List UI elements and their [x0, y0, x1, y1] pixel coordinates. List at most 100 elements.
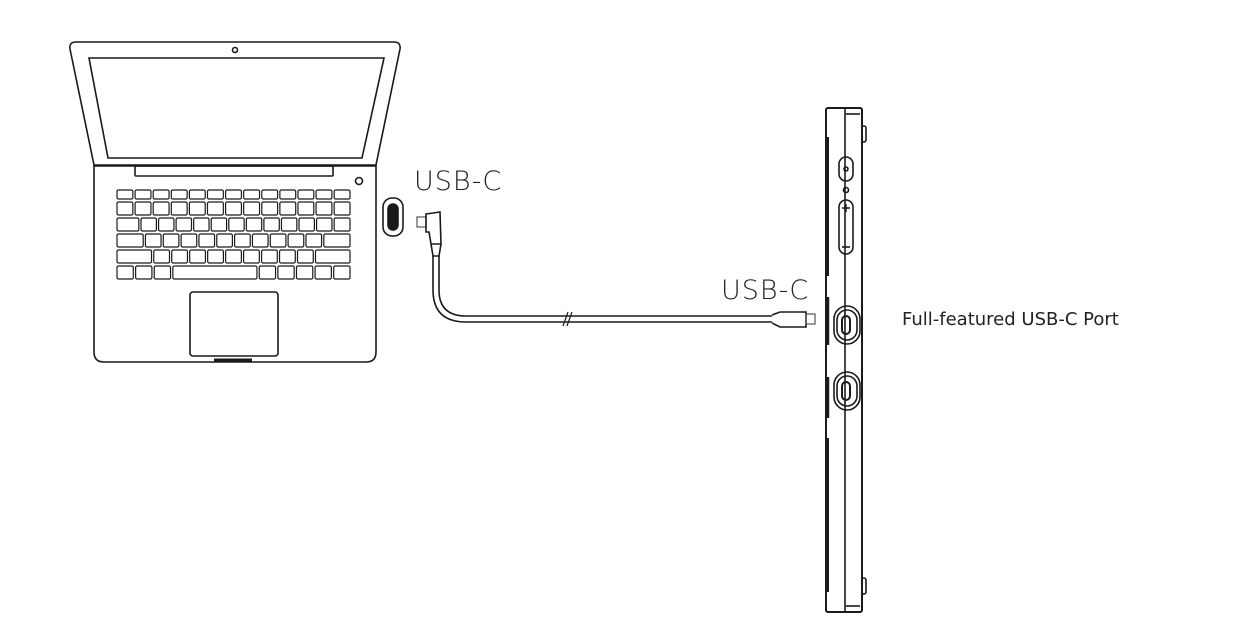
keyboard-key — [297, 201, 315, 216]
volume-rocker — [838, 199, 854, 255]
keyboard-key — [135, 265, 153, 280]
keyboard-key — [206, 189, 224, 200]
keyboard-key — [263, 217, 280, 232]
laptop-power-button — [354, 176, 364, 186]
keyboard-key — [258, 265, 277, 280]
device-usb-c-port-2 — [826, 371, 861, 418]
device-port-label: USB-C — [721, 275, 810, 306]
keyboard-key — [243, 249, 260, 264]
laptop-base — [93, 165, 377, 363]
laptop-illustration — [69, 41, 401, 363]
keyboard-key — [278, 249, 296, 264]
keyboard-key — [162, 233, 180, 248]
keyboard-key — [224, 201, 243, 216]
keyboard-key — [333, 201, 351, 216]
indicator-light — [842, 186, 850, 194]
keyboard-key — [175, 217, 193, 232]
keyboard-key — [140, 217, 157, 232]
keyboard-key — [315, 189, 333, 200]
usb-c-cable — [416, 211, 816, 328]
keyboard-key — [171, 249, 189, 264]
keyboard-key — [280, 217, 298, 232]
keyboard-key — [152, 189, 170, 200]
laptop-touchpad — [189, 291, 279, 357]
keyboard-key — [333, 265, 351, 280]
keyboard-key — [234, 233, 251, 248]
keyboard-key — [225, 249, 242, 264]
device-foot-top — [861, 125, 867, 143]
keyboard-key — [153, 265, 172, 280]
port-caption: Full-featured USB-C Port — [902, 309, 1119, 330]
keyboard-key — [314, 265, 332, 280]
keyboard-key — [216, 233, 233, 248]
keyboard-key — [269, 233, 287, 248]
plus-icon — [842, 204, 850, 212]
keyboard-key — [277, 265, 295, 280]
keyboard-key — [188, 189, 206, 200]
keyboard-key — [193, 217, 210, 232]
keyboard-key — [116, 201, 134, 216]
straight-plug-body — [771, 311, 807, 328]
laptop-screen — [88, 57, 385, 159]
keyboard-key — [198, 233, 216, 248]
angled-plug-body — [425, 211, 442, 245]
device-foot-bottom — [861, 577, 867, 595]
keyboard-key — [207, 249, 224, 264]
keyboard-key — [134, 201, 152, 216]
keyboard-key — [170, 189, 188, 200]
laptop-port-label: USB-C — [414, 166, 503, 197]
laptop-keyboard — [116, 189, 351, 280]
keyboard-key — [157, 217, 175, 232]
keyboard-key — [116, 265, 134, 280]
laptop-hinge — [134, 165, 334, 177]
keyboard-key — [323, 233, 351, 248]
keyboard-key — [279, 189, 297, 200]
keyboard-key — [315, 201, 333, 216]
angled-plug-tip — [416, 216, 427, 228]
keyboard-key — [116, 217, 140, 232]
keyboard-key — [243, 201, 261, 216]
keyboard-key — [243, 189, 261, 200]
device-usb-c-port-1 — [826, 297, 861, 345]
keyboard-key — [333, 189, 351, 200]
keyboard-key — [261, 201, 279, 216]
keyboard-key — [189, 249, 207, 264]
keyboard-key — [206, 201, 224, 216]
keyboard-key — [287, 233, 305, 248]
keyboard-key — [116, 189, 134, 200]
keyboard-key — [170, 201, 188, 216]
keyboard-key — [152, 201, 170, 216]
keyboard-key — [297, 189, 315, 200]
keyboard-key — [116, 233, 144, 248]
keyboard-key — [333, 217, 351, 232]
power-button — [838, 156, 854, 182]
keyboard-key — [305, 233, 323, 248]
keyboard-key — [180, 233, 198, 248]
device-body — [825, 107, 863, 613]
keyboard-key — [116, 249, 153, 264]
plug-strain-relief — [430, 243, 442, 257]
keyboard-key — [172, 265, 258, 280]
keyboard-key — [314, 249, 351, 264]
keyboard-key — [210, 217, 228, 232]
keyboard-key — [260, 249, 278, 264]
keyboard-key — [228, 217, 245, 232]
keyboard-key — [315, 217, 333, 232]
keyboard-key — [144, 233, 162, 248]
keyboard-key — [188, 201, 206, 216]
keyboard-key — [298, 217, 315, 232]
laptop-camera — [231, 46, 239, 54]
keyboard-key — [279, 201, 297, 216]
keyboard-key — [153, 249, 171, 264]
laptop-usb-c-port-icon — [382, 197, 404, 237]
keyboard-key — [296, 249, 314, 264]
keyboard-key — [251, 233, 269, 248]
display-device-side-view — [825, 107, 867, 613]
laptop-lid — [69, 41, 401, 166]
keyboard-key — [245, 217, 263, 232]
keyboard-key — [224, 189, 243, 200]
keyboard-key — [295, 265, 314, 280]
cable-break-mark — [562, 311, 573, 327]
